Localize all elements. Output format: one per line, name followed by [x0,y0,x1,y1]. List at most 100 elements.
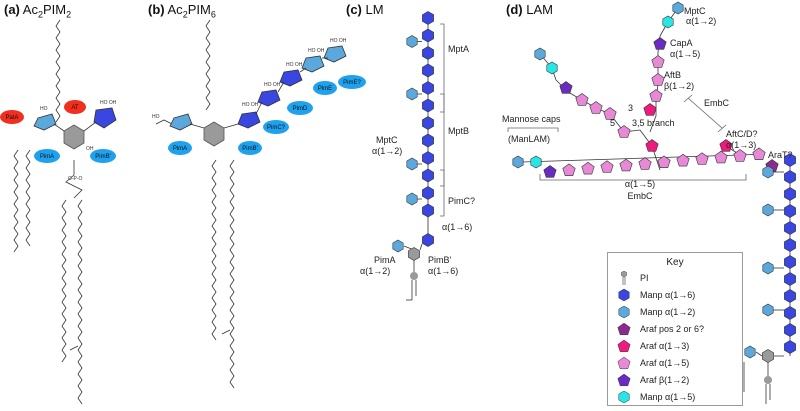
panel-a-structure: O-P-O HO OH HO OH PatA AT PimA PimB' [0,19,117,405]
lam-man16-residue [784,289,796,303]
lam-man16-residue [784,204,796,218]
lam-ara15-residue [638,157,652,170]
key-item-label: Manp α(1→2) [640,307,696,317]
lm-man12-residue [406,157,418,171]
mptc-label-d: MptC [684,6,706,16]
a15-label-d: α(1→5) [625,179,655,189]
lam-ara15-residue [695,152,709,165]
key-item: Araf β(1→2) [616,373,689,387]
lam-man16-residue [784,306,796,320]
pos5-label: 5 [610,118,615,128]
pentagon-icon [617,339,631,353]
panel-b-structure: HO HO OH HO OH HO OH HO OH HO OH PimA Pi… [152,19,366,389]
lam-ara15-residue [603,107,617,120]
mptc-label-c: MptC [376,135,398,145]
lam-man15-cap [662,15,674,29]
svg-text:HO OH: HO OH [308,48,325,54]
lam-man16-residue [784,323,796,337]
pos3-label: 3 [628,103,633,113]
lm-man12-residue [406,35,418,48]
pentagon-icon [617,322,631,336]
lm-branch-bond [419,243,423,251]
lm-man16-residue [422,81,434,95]
mptc-link-d: α(1→2) [686,16,716,26]
pimb-label-b: PimB' [242,146,257,152]
mpta-label: MptA [448,44,469,54]
key-title: Key [666,257,684,268]
lam-man12-cap [672,1,684,15]
key-item: Manp α(1→5) [616,390,695,404]
lam-ara15-residue [617,125,631,138]
pime2-label-b: PimE? [343,80,361,86]
lam-ara13-residue [645,139,659,152]
lam-man15-cap [530,155,542,169]
svg-text:HO OH: HO OH [286,62,303,68]
key-item: PI [616,271,649,285]
lam-ara15-residue [733,149,747,162]
panel-c-title: (c) LM [346,2,384,17]
aftcd-link: α(1→3) [726,140,756,150]
aftcd-label: AftC/D? [726,129,758,139]
svg-text:OH: OH [86,146,94,152]
lam-ara15-residue [619,158,633,172]
lam-ara15-residue [714,150,728,164]
lam-ara15-residue [651,55,665,68]
pata-enzyme [0,110,24,124]
pentagon-icon [617,356,631,370]
lam-ara15-residue [600,160,614,173]
svg-text:HO: HO [152,114,160,120]
hexagon-icon [618,288,630,302]
key-item-label: PI [640,273,649,283]
lm-man12-residue [392,239,404,253]
pimd-label-b: PimD [293,106,308,112]
lm-man16-residue [422,233,434,247]
pimb-label-c: PimB' [428,255,452,265]
key-item-label: Araf pos 2 or 6? [640,324,705,334]
lm-man16-residue [422,28,434,43]
at-label: AT [71,105,79,111]
lam-ara15-residue [676,153,690,167]
lam-ara15-residue [589,101,603,114]
lam-man12-residue [762,303,774,317]
lam-man12-residue [744,345,756,359]
lam-inositol [762,349,774,363]
capa-link: α(1→5) [670,49,700,59]
lam-arab12-residue [653,37,667,50]
lam-man12-cap [534,47,546,61]
svg-text:HO OH: HO OH [264,82,281,88]
arat-label: AraT? [768,150,793,160]
lam-ara15-residue [562,163,576,176]
panel-c-lm-diagram: MptA MptB PimC? MptC α(1→2) α(1→6) PimA … [360,11,475,301]
pimb-link-c: α(1→6) [428,266,458,276]
lam-man15-cap [546,61,558,75]
pimb-label-a: PimB' [95,154,110,160]
lam-man12-residue [762,203,774,217]
aftb-link: β(1→2) [664,81,694,91]
mptb-label: MptB [448,126,469,136]
key-item: Araf pos 2 or 6? [616,322,704,336]
panel-d-lam-diagram: MptC α(1→2) CapA α(1→5) AftB β(1→2) 3 5 … [502,1,796,404]
mptc-link-c: α(1→2) [372,146,402,156]
lm-man16-residue [422,11,434,25]
pimb-enzyme-a [90,149,116,163]
lam-ara15-residue [752,147,766,160]
panel-a-title: (a) Ac2PIM2 [4,2,72,20]
key-item-label: Manp α(1→6) [640,290,696,300]
lm-man12-residue [406,87,418,101]
key-item: Manp α(1→2) [616,305,695,319]
embc-top-label: EmbC [704,98,730,108]
capa-label: CapA [670,38,693,48]
at-enzyme [64,100,86,114]
svg-text:O-P-O: O-P-O [68,176,83,182]
lm-man16-residue [422,63,434,78]
lam-man16-residue [784,255,796,269]
lm-man16-residue [422,46,434,60]
svg-text:HO OH: HO OH [242,102,259,108]
lam-ara15-residue [649,89,663,102]
lam-man16-residue [784,153,796,167]
a16-label-c: α(1→6) [442,222,472,232]
pata-label: PatA [5,115,18,121]
pima-label-c: PimA [374,255,396,265]
lam-man12-cap [512,155,524,169]
